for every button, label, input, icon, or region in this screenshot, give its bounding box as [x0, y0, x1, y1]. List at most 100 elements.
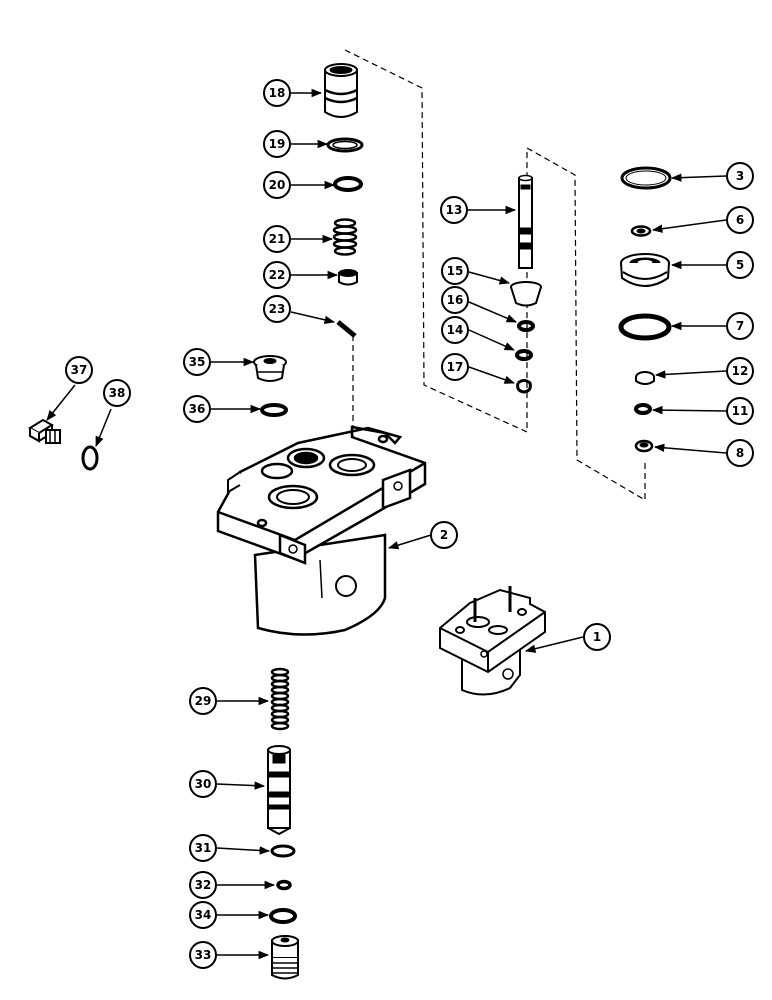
part-34-o-ring [269, 908, 297, 924]
part-1-valve-assembly [439, 586, 546, 696]
part-38-seal-ring [81, 445, 99, 471]
part-8-seal [634, 439, 654, 453]
callout-label: 1 [593, 630, 601, 644]
part-22-seat [338, 269, 358, 286]
leader-arrow-8 [653, 443, 727, 454]
leader-arrow-1 [524, 636, 584, 653]
part-35-plug [253, 355, 287, 382]
callout-label: 37 [71, 363, 88, 377]
leader-arrow-3 [670, 173, 727, 182]
callout-label: 20 [269, 178, 286, 192]
leader-arrows [46, 88, 727, 960]
leader-arrow-30 [216, 781, 266, 790]
callout-label: 22 [269, 268, 286, 282]
callout-30: 30 [189, 770, 217, 798]
part-30-spool [267, 745, 291, 836]
leader-arrow-15 [468, 271, 511, 285]
callout-label: 12 [732, 364, 749, 378]
callout-17: 17 [441, 353, 469, 381]
callout-label: 16 [447, 293, 464, 307]
callout-35: 35 [183, 348, 211, 376]
callout-13: 13 [440, 196, 468, 224]
callout-label: 32 [195, 878, 212, 892]
callout-29: 29 [189, 687, 217, 715]
callout-label: 30 [195, 777, 212, 791]
leader-arrow-38 [95, 408, 112, 447]
leader-arrow-31 [216, 846, 271, 855]
callout-2: 2 [430, 521, 458, 549]
leader-arrow-16 [468, 301, 517, 323]
callout-6: 6 [726, 206, 754, 234]
callout-label: 13 [446, 203, 463, 217]
callout-label: 8 [736, 446, 744, 460]
part-13-valve-stem [518, 174, 533, 269]
callout-label: 18 [269, 86, 286, 100]
leader-arrow-37 [46, 384, 76, 421]
callout-21: 21 [263, 225, 291, 253]
assembly-dashed-lines [344, 49, 646, 502]
callout-label: 21 [269, 232, 286, 246]
part-5-cap [620, 253, 670, 287]
callout-5: 5 [726, 251, 754, 279]
part-23-pin [336, 320, 357, 338]
part-3-circlip [620, 166, 672, 190]
callout-label: 23 [269, 302, 286, 316]
callout-label: 11 [732, 404, 749, 418]
leader-arrow-11 [651, 405, 727, 415]
callout-8: 8 [726, 439, 754, 467]
part-31-washer [270, 844, 296, 858]
part-19-washer [326, 137, 364, 153]
part-29-spring [270, 667, 290, 731]
callout-label: 36 [189, 402, 206, 416]
callout-38: 38 [103, 379, 131, 407]
part-18-sleeve [324, 63, 358, 118]
leader-arrow-6 [651, 219, 727, 233]
callout-label: 14 [447, 323, 464, 337]
callout-label: 2 [440, 528, 448, 542]
part-21-spring [332, 218, 358, 256]
callout-15: 15 [441, 257, 469, 285]
part-17-retaining-clip [516, 379, 532, 394]
callout-36: 36 [183, 395, 211, 423]
leader-arrow-17 [468, 366, 515, 384]
callout-22: 22 [263, 261, 291, 289]
callout-7: 7 [726, 312, 754, 340]
callout-label: 15 [447, 264, 464, 278]
part-2-valve-body [216, 425, 427, 636]
callout-label: 38 [109, 386, 126, 400]
callout-16: 16 [441, 286, 469, 314]
callout-18: 18 [263, 79, 291, 107]
leader-arrow-14 [468, 329, 515, 351]
callout-label: 7 [736, 319, 744, 333]
callout-23: 23 [263, 295, 291, 323]
leader-arrow-12 [654, 370, 727, 379]
callout-12: 12 [726, 357, 754, 385]
part-11-o-ring [634, 403, 652, 415]
callout-label: 19 [269, 137, 286, 151]
part-14-o-ring [515, 349, 533, 361]
callout-label: 33 [195, 948, 212, 962]
callout-34: 34 [189, 901, 217, 929]
callout-37: 37 [65, 356, 93, 384]
leader-arrow-23 [290, 311, 336, 324]
callout-label: 5 [736, 258, 744, 272]
callout-31: 31 [189, 834, 217, 862]
leader-arrow-2 [387, 534, 432, 550]
part-33-plug [271, 935, 299, 980]
callout-14: 14 [441, 316, 469, 344]
callout-label: 29 [195, 694, 212, 708]
part-36-o-ring [260, 403, 288, 417]
part-15-cone [510, 281, 542, 307]
part-37-plug-bolt [28, 418, 61, 444]
part-7-o-ring [618, 313, 672, 341]
callout-label: 3 [736, 169, 744, 183]
callout-33: 33 [189, 941, 217, 969]
callout-label: 17 [447, 360, 464, 374]
callout-11: 11 [726, 397, 754, 425]
callout-20: 20 [263, 171, 291, 199]
part-20-o-ring [333, 176, 363, 192]
part-12-bushing [635, 371, 655, 385]
part-16-o-ring [517, 320, 535, 332]
callout-label: 35 [189, 355, 206, 369]
